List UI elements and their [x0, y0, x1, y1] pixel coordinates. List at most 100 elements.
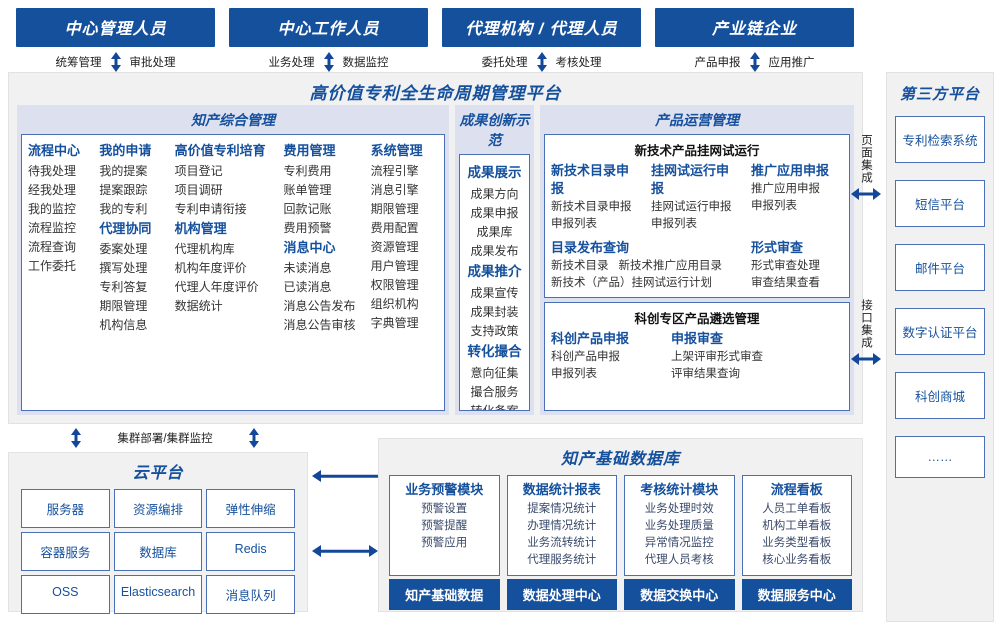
menu-item[interactable]: 消息引擎: [370, 183, 419, 197]
menu-item[interactable]: 消息公告审核: [283, 318, 356, 332]
cloud-cell-container-service[interactable]: 容器服务: [21, 532, 110, 571]
menu-item[interactable]: 申报列表: [651, 218, 697, 230]
menu-item[interactable]: 委案处理: [99, 242, 148, 256]
menu-item[interactable]: 数据统计: [174, 299, 223, 313]
thirdparty-item-digital-cert[interactable]: 数字认证平台: [895, 308, 985, 355]
kdb-item[interactable]: 核心业务看板: [762, 554, 832, 566]
menu-item[interactable]: 机构信息: [99, 318, 148, 332]
cloud-cell-redis[interactable]: Redis: [206, 532, 295, 571]
menu-item[interactable]: 权限管理: [370, 278, 419, 292]
menu-item[interactable]: 提案跟踪: [99, 183, 148, 197]
column-header[interactable]: 成果展示: [467, 165, 522, 180]
menu-item[interactable]: 代理人年度评价: [174, 280, 259, 294]
menu-item[interactable]: 成果发布: [470, 244, 519, 258]
column-header[interactable]: 代理协同: [99, 221, 152, 236]
menu-item[interactable]: 新技术目录申报: [551, 201, 632, 213]
menu-item[interactable]: 专利答复: [99, 280, 148, 294]
column-header[interactable]: 申报审查: [671, 331, 724, 346]
thirdparty-item-sci-mall[interactable]: 科创商城: [895, 372, 985, 419]
menu-item[interactable]: 推广应用申报: [751, 183, 820, 195]
menu-item[interactable]: 专利费用: [283, 164, 332, 178]
menu-item[interactable]: 申报列表: [551, 218, 597, 230]
cloud-cell-database[interactable]: 数据库: [113, 532, 203, 571]
kdb-item[interactable]: 业务类型看板: [762, 537, 832, 549]
menu-item[interactable]: 流程引擎: [370, 164, 419, 178]
menu-item[interactable]: 新技术推广应用目录: [618, 260, 723, 272]
thirdparty-item-email[interactable]: 邮件平台: [895, 244, 985, 291]
column-header[interactable]: 形式审查: [751, 240, 804, 255]
column-header[interactable]: 系统管理: [370, 143, 423, 158]
menu-item[interactable]: 申报列表: [551, 368, 597, 380]
column-header[interactable]: 目录发布查询: [551, 240, 630, 255]
cloud-cell-resource-orchestration[interactable]: 资源编排: [113, 489, 203, 528]
column-header[interactable]: 机构管理: [174, 221, 227, 236]
thirdparty-item-patent-search[interactable]: 专利检索系统: [895, 116, 985, 163]
menu-item[interactable]: 回款记账: [283, 202, 332, 216]
menu-item[interactable]: 流程监控: [28, 221, 77, 235]
kdb-item[interactable]: 预警设置: [421, 503, 468, 515]
menu-item[interactable]: 评审结果查询: [671, 368, 740, 380]
column-header[interactable]: 转化撮合: [467, 344, 522, 359]
menu-item[interactable]: 挂网试运行申报: [651, 201, 732, 213]
menu-item[interactable]: 消息公告发布: [283, 299, 356, 313]
menu-item[interactable]: 用户管理: [370, 259, 419, 273]
menu-item[interactable]: 经我处理: [28, 183, 77, 197]
menu-item[interactable]: 项目调研: [174, 183, 223, 197]
menu-item[interactable]: 支持政策: [470, 324, 519, 338]
menu-item[interactable]: 我的监控: [28, 202, 77, 216]
menu-item[interactable]: 流程查询: [28, 240, 77, 254]
menu-item[interactable]: 账单管理: [283, 183, 332, 197]
menu-item[interactable]: 转化备案: [470, 404, 519, 411]
menu-item[interactable]: 撮合服务: [470, 385, 519, 399]
menu-item[interactable]: 新技术（产品）挂网试运行计划: [551, 277, 712, 289]
kdb-item[interactable]: 代理服务统计: [527, 554, 597, 566]
column-header[interactable]: 流程中心: [28, 143, 81, 158]
column-header[interactable]: 高价值专利培育: [174, 143, 266, 158]
menu-item[interactable]: 代理机构库: [174, 242, 235, 256]
kdb-item[interactable]: 机构工单看板: [762, 520, 832, 532]
menu-item[interactable]: 撰写处理: [99, 261, 148, 275]
menu-item[interactable]: 项目登记: [174, 164, 223, 178]
menu-item[interactable]: 成果库: [476, 225, 513, 239]
kdb-item[interactable]: 代理人员考核: [644, 554, 714, 566]
cloud-cell-elasticsearch[interactable]: Elasticsearch: [113, 575, 203, 614]
menu-item[interactable]: 期限管理: [99, 299, 148, 313]
kdb-item[interactable]: 业务处理质量: [644, 520, 714, 532]
cloud-cell-message-queue[interactable]: 消息队列: [206, 575, 295, 614]
menu-item[interactable]: 新技术目录: [551, 260, 609, 272]
menu-item[interactable]: 科创产品申报: [551, 351, 620, 363]
menu-item[interactable]: 申报列表: [751, 200, 797, 212]
menu-item[interactable]: 期限管理: [370, 202, 419, 216]
kdb-item[interactable]: 办理情况统计: [527, 520, 597, 532]
kdb-item[interactable]: 业务流转统计: [527, 537, 597, 549]
column-header[interactable]: 消息中心: [283, 240, 336, 255]
cloud-cell-oss[interactable]: OSS: [21, 575, 110, 614]
menu-item[interactable]: 上架评审形式审查: [671, 351, 763, 363]
menu-item[interactable]: 专利申请衔接: [174, 202, 247, 216]
kdb-footer-data-service-center[interactable]: 数据服务中心: [741, 579, 852, 610]
menu-item[interactable]: 成果方向: [470, 187, 519, 201]
menu-item[interactable]: 待我处理: [28, 164, 77, 178]
menu-item[interactable]: 已读消息: [283, 280, 332, 294]
column-header[interactable]: 科创产品申报: [551, 331, 630, 346]
column-header[interactable]: 费用管理: [283, 143, 336, 158]
menu-item[interactable]: 我的提案: [99, 164, 148, 178]
cloud-cell-elastic-scaling[interactable]: 弹性伸缩: [206, 489, 295, 528]
menu-item[interactable]: 成果申报: [470, 206, 519, 220]
menu-item[interactable]: 组织机构: [370, 297, 419, 311]
menu-item[interactable]: 费用配置: [370, 221, 419, 235]
kdb-footer-data-exchange-center[interactable]: 数据交换中心: [624, 579, 735, 610]
menu-item[interactable]: 资源管理: [370, 240, 419, 254]
kdb-item[interactable]: 业务处理时效: [644, 503, 714, 515]
menu-item[interactable]: 机构年度评价: [174, 261, 247, 275]
menu-item[interactable]: 未读消息: [283, 261, 332, 275]
thirdparty-item-sms[interactable]: 短信平台: [895, 180, 985, 227]
thirdparty-item-more[interactable]: ……: [895, 436, 985, 478]
kdb-item[interactable]: 提案情况统计: [527, 503, 597, 515]
menu-item[interactable]: 形式审查处理: [751, 260, 820, 272]
column-header[interactable]: 推广应用申报: [751, 163, 830, 178]
kdb-item[interactable]: 人员工单看板: [762, 503, 832, 515]
menu-item[interactable]: 工作委托: [28, 259, 77, 273]
menu-item[interactable]: 成果封装: [470, 305, 519, 319]
menu-item[interactable]: 审查结果查看: [751, 277, 820, 289]
